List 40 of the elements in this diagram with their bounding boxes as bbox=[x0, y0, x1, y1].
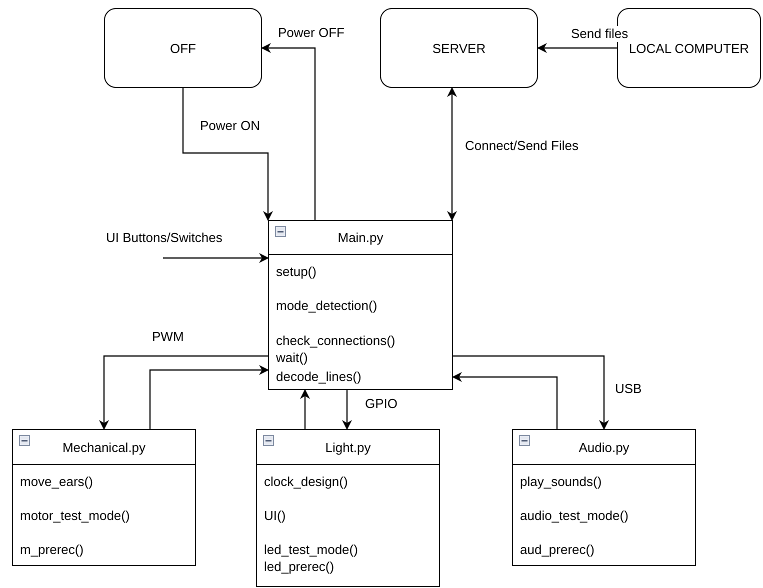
arrow bbox=[163, 253, 269, 263]
class-name: Mechanical.py bbox=[62, 440, 146, 454]
state-box bbox=[380, 8, 538, 88]
arrow bbox=[342, 390, 352, 430]
arrow bbox=[447, 87, 457, 221]
class-name: Light.py bbox=[325, 440, 371, 454]
state-label: LOCAL COMPUTER bbox=[628, 40, 750, 56]
method-name: m_prerec() bbox=[20, 541, 84, 558]
arrow bbox=[261, 43, 316, 220]
edge-label: Send files bbox=[569, 26, 630, 42]
arrow bbox=[99, 355, 268, 430]
method-name: aud_prerec() bbox=[520, 541, 594, 558]
method-name: check_connections() bbox=[276, 332, 396, 349]
arrow bbox=[537, 43, 617, 53]
method-name: led_prerec() bbox=[264, 558, 334, 575]
method-name: motor_test_mode() bbox=[20, 507, 130, 524]
class-box bbox=[256, 429, 440, 587]
class-box bbox=[268, 220, 453, 390]
state-label: SERVER bbox=[432, 40, 486, 56]
arrow bbox=[452, 372, 558, 429]
arrow bbox=[453, 355, 609, 430]
method-name: decode_lines() bbox=[276, 368, 362, 385]
method-name: audio_test_mode() bbox=[520, 507, 628, 524]
arrow bbox=[300, 389, 310, 429]
method-name: mode_detection() bbox=[276, 297, 378, 314]
class-box bbox=[12, 429, 196, 566]
method-name: move_ears() bbox=[20, 473, 93, 490]
method-name: UI() bbox=[264, 507, 286, 524]
class-box bbox=[512, 429, 696, 566]
state-label: OFF bbox=[170, 40, 196, 56]
method-name: led_test_mode() bbox=[264, 541, 358, 558]
arrow bbox=[149, 365, 269, 429]
arrow bbox=[182, 88, 273, 221]
method-name: wait() bbox=[276, 349, 308, 366]
method-name: setup() bbox=[276, 263, 316, 280]
method-name: clock_design() bbox=[264, 473, 348, 490]
state-box bbox=[104, 8, 262, 88]
class-name: Audio.py bbox=[578, 440, 630, 454]
method-name: play_sounds() bbox=[520, 473, 602, 490]
class-name: Main.py bbox=[338, 230, 384, 245]
